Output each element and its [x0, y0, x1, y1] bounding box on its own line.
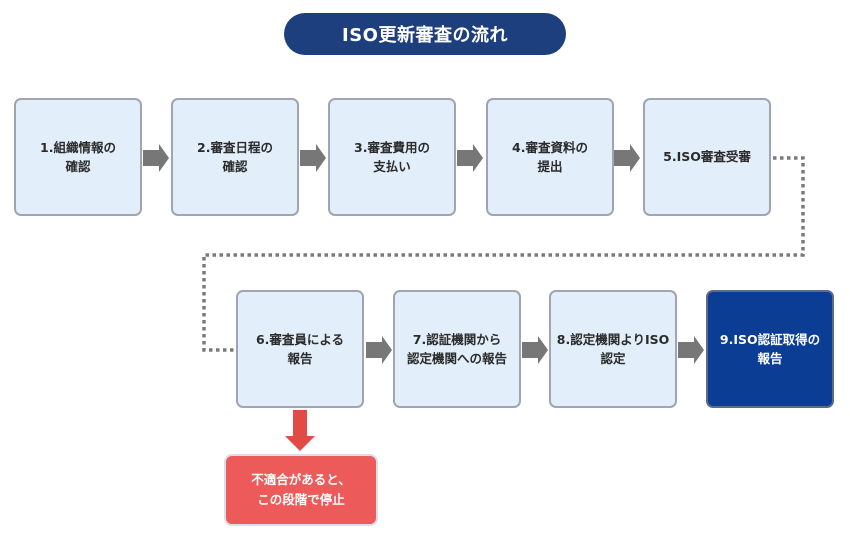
step-8-box: 8.認定機関よりISO 認定: [549, 290, 677, 408]
arrow-6-7: [366, 336, 392, 364]
arrow-4-5: [614, 144, 640, 172]
step-9-box: 9.ISO認証取得の 報告: [706, 290, 834, 408]
step-5-box: 5.ISO審査受審: [643, 98, 771, 216]
step-3-box: 3.審査費用の 支払い: [328, 98, 456, 216]
arrow-7-8: [522, 336, 548, 364]
arrow-2-3: [300, 144, 326, 172]
arrow-3-4: [457, 144, 483, 172]
nonconformity-stop-box: 不適合があると、 この段階で停止: [224, 454, 378, 526]
step-7-box: 7.認証機関から 認定機関への報告: [393, 290, 521, 408]
arrow-1-2: [143, 144, 169, 172]
arrow-8-9: [678, 336, 704, 364]
step-4-box: 4.審査資料の 提出: [486, 98, 614, 216]
step-6-box: 6.審査員による 報告: [236, 290, 364, 408]
stop-arrow: [285, 410, 315, 451]
step-2-box: 2.審査日程の 確認: [171, 98, 299, 216]
step-1-box: 1.組織情報の 確認: [14, 98, 142, 216]
page-title: ISO更新審査の流れ: [284, 13, 566, 55]
